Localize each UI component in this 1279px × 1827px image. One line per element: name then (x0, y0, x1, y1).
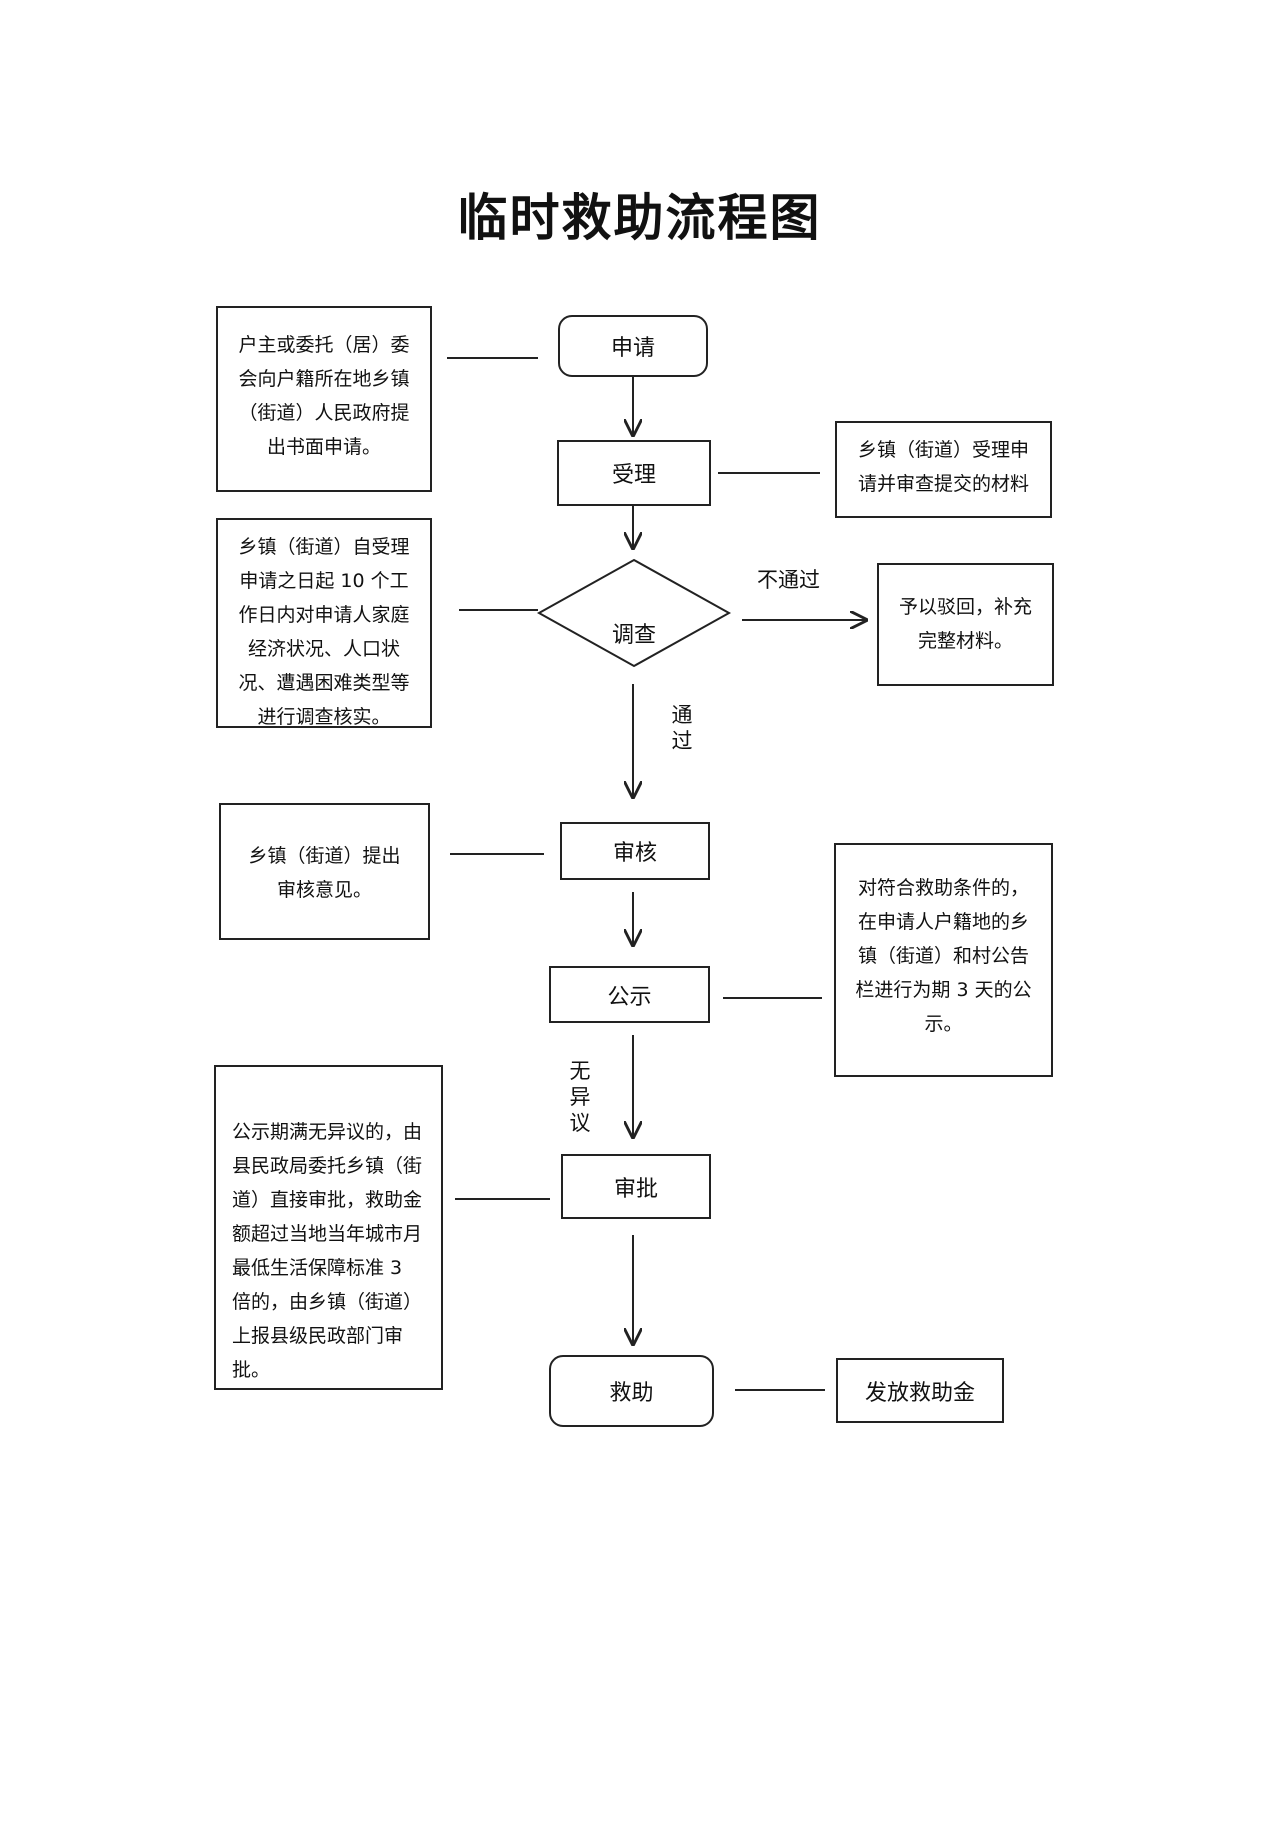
label-fail: 不通过 (757, 568, 820, 592)
step-investigate: 调查 (611, 623, 656, 648)
label-no-objection: 无异议 (569, 1059, 591, 1135)
page-title: 临时救助流程图 (457, 188, 822, 247)
note-assist: 发放救助金 (836, 1358, 1004, 1423)
note-publicize: 对符合救助条件的，在申请人户籍地的乡镇（街道）和村公告栏进行为期 3 天的公示。 (834, 843, 1053, 1077)
step-approve: 审批 (561, 1154, 711, 1219)
note-investigate: 乡镇（街道）自受理申请之日起 10 个工作日内对申请人家庭经济状况、人口状况、遭… (216, 518, 432, 728)
note-apply: 户主或委托（居）委会向户籍所在地乡镇（街道）人民政府提出书面申请。 (216, 306, 432, 492)
note-approve: 公示期满无异议的，由县民政局委托乡镇（街道）直接审批，救助金额超过当地当年城市月… (214, 1065, 443, 1390)
step-apply: 申请 (558, 315, 708, 377)
step-accept: 受理 (557, 440, 711, 506)
step-assist: 救助 (549, 1355, 714, 1427)
note-reject: 予以驳回，补充完整材料。 (877, 563, 1054, 686)
label-pass: 通过 (671, 703, 693, 753)
decision-diamond (536, 558, 732, 668)
note-review: 乡镇（街道）提出审核意见。 (219, 803, 430, 940)
step-publicize: 公示 (549, 966, 710, 1023)
step-review: 审核 (560, 822, 710, 880)
note-accept: 乡镇（街道）受理申请并审查提交的材料 (835, 421, 1052, 518)
